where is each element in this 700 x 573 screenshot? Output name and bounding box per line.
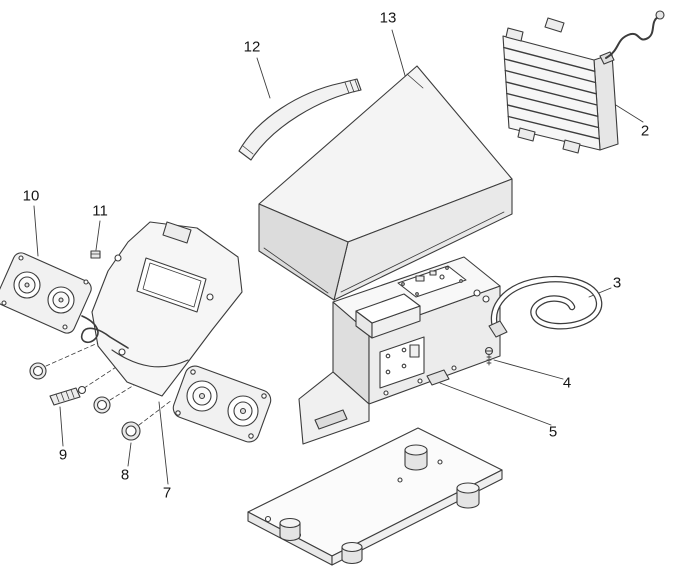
part-10-panel bbox=[0, 252, 92, 334]
callout-10: 10 bbox=[22, 187, 40, 205]
callout-13: 13 bbox=[379, 9, 397, 27]
callout-12: 12 bbox=[243, 38, 261, 56]
callout-9: 9 bbox=[58, 446, 68, 464]
part-3-coiled-cable bbox=[488, 275, 603, 338]
part-8-cap bbox=[121, 421, 141, 441]
base-plate bbox=[247, 427, 503, 566]
chassis-assembly bbox=[298, 256, 501, 445]
leader-lines bbox=[33, 29, 644, 485]
callout-2: 2 bbox=[640, 122, 650, 140]
callout-8: 8 bbox=[120, 466, 130, 484]
callout-11: 11 bbox=[92, 202, 108, 220]
callout-7: 7 bbox=[162, 484, 172, 502]
part-13-cover bbox=[258, 65, 513, 301]
part-4-screw bbox=[484, 346, 494, 366]
part-11-clip bbox=[90, 250, 101, 259]
callout-3: 3 bbox=[612, 274, 622, 292]
part-9-fasteners bbox=[29, 362, 111, 414]
callout-5: 5 bbox=[548, 423, 558, 441]
part-12-strap bbox=[238, 78, 362, 161]
callout-4: 4 bbox=[562, 374, 572, 392]
front-bezel bbox=[172, 365, 272, 443]
part-2-grille-panel bbox=[502, 10, 665, 154]
part-7-housing bbox=[80, 221, 243, 397]
